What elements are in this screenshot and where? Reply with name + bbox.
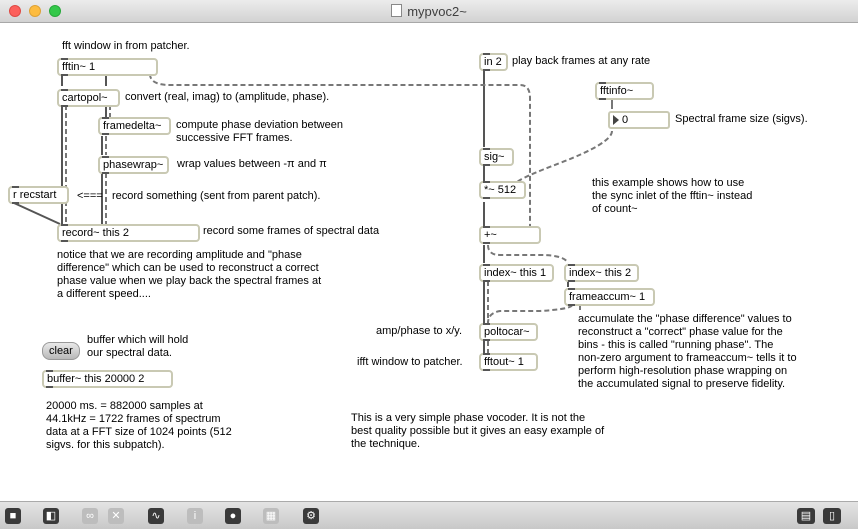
comment-sync-2: the sync inlet of the fftin~ instead	[592, 190, 753, 202]
object-mult[interactable]: *~ 512	[479, 181, 526, 199]
comment-amp: amp/phase to x/y.	[376, 325, 463, 337]
comment-accum-4: non-zero argument to frameaccum~ tells i…	[578, 352, 797, 364]
lock-icon[interactable]: ■	[5, 508, 21, 524]
audio-dsp-icon[interactable]: ⚙	[303, 508, 319, 524]
comment-accum-6: the accumulated signal to preserve fidel…	[578, 378, 786, 390]
minimize-window-button[interactable]	[29, 5, 41, 17]
comment-ms-4: sigvs. for this subpatch).	[46, 439, 165, 451]
comment-ms-3: data at a FFT size of 1024 points (512	[46, 426, 232, 438]
comment-ms-1: 20000 ms. = 882000 samples at	[46, 400, 203, 412]
comment-accum-3: bins - this is called "running phase". T…	[578, 339, 774, 351]
patch-cords	[13, 69, 613, 355]
comment-convert: convert (real, imag) to (amplitude, phas…	[125, 91, 330, 103]
comment-playback: play back frames at any rate	[512, 55, 651, 67]
number-arrow-icon	[613, 115, 619, 125]
comment-ms-2: 44.1kHz = 1722 frames of spectrum	[46, 413, 221, 425]
object-framedelta[interactable]: framedelta~	[98, 117, 171, 135]
object-fftinfo[interactable]: fftinfo~	[595, 82, 654, 100]
close-window-button[interactable]	[9, 5, 21, 17]
comment-buffer-1: buffer which will hold	[87, 334, 189, 346]
object-index-1[interactable]: index~ this 1	[479, 264, 554, 282]
object-fftout[interactable]: fftout~ 1	[479, 353, 538, 371]
comment-record-frames: record some frames of spectral data	[203, 225, 380, 237]
presentation-icon[interactable]: ◧	[43, 508, 59, 524]
comment-wrap: wrap values between -π and π	[177, 158, 327, 170]
title-bar: mypvoc2~	[0, 0, 858, 23]
object-in2[interactable]: in 2	[479, 53, 508, 71]
comment-accum-1: accumulate the "phase difference" values…	[578, 313, 792, 325]
comment-simple-2: best quality possible but it gives an ea…	[351, 425, 605, 437]
comment-buffer-2: our spectral data.	[87, 347, 172, 359]
grid-icon[interactable]: ▦	[263, 508, 279, 524]
object-recstart[interactable]: r recstart	[8, 186, 69, 204]
window-toggle-icon[interactable]: ▯	[823, 508, 841, 524]
object-record[interactable]: record~ this 2	[57, 224, 200, 242]
comment-fft-window: fft window in from patcher.	[62, 40, 190, 52]
object-phasewrap[interactable]: phasewrap~	[98, 156, 169, 174]
comment-ifft: ifft window to patcher.	[357, 356, 463, 368]
comment-notice-3: phase value when we play back the spectr…	[57, 275, 322, 287]
object-frameaccum[interactable]: frameaccum~ 1	[564, 288, 655, 306]
window-title: mypvoc2~	[0, 4, 858, 19]
object-sig[interactable]: sig~	[479, 148, 514, 166]
spectral-size-number[interactable]: 0	[608, 111, 670, 129]
object-index-2[interactable]: index~ this 2	[564, 264, 639, 282]
comment-notice-2: difference" which can be used to reconst…	[57, 262, 319, 274]
comment-accum-2: reconstruct a "correct" phase value for …	[578, 326, 783, 338]
inspector-icon[interactable]: ∿	[148, 508, 164, 524]
zoom-window-button[interactable]	[49, 5, 61, 17]
comment-arrow: <===	[77, 190, 103, 202]
sidebar-toggle-icon[interactable]: ▤	[797, 508, 815, 524]
info-icon[interactable]: i	[187, 508, 203, 524]
object-fftin[interactable]: fftin~ 1	[57, 58, 158, 76]
comment-notice-1: notice that we are recording amplitude a…	[57, 249, 302, 261]
object-poltocar[interactable]: poltocar~	[479, 323, 538, 341]
comment-simple-3: the technique.	[351, 438, 421, 450]
comment-record-something: record something (sent from parent patch…	[112, 190, 321, 202]
object-plus[interactable]: +~	[479, 226, 541, 244]
comment-notice-4: a different speed....	[57, 288, 151, 300]
object-buffer[interactable]: buffer~ this 20000 2	[42, 370, 173, 388]
patcher-canvas[interactable]: fft window in from patcher. fftin~ 1 car…	[0, 23, 858, 501]
comment-sync-3: of count~	[592, 203, 638, 215]
comment-spectral-size: Spectral frame size (sigvs).	[675, 113, 808, 125]
document-icon	[391, 4, 403, 17]
comment-sync-1: this example shows how to use	[592, 177, 745, 189]
bottom-toolbar: ■ ◧ ∞ ✕ ∿ i ● ▦ ⚙ ▤ ▯	[0, 501, 858, 529]
comment-simple-1: This is a very simple phase vocoder. It …	[351, 412, 586, 424]
comment-compute-2: successive FFT frames.	[176, 132, 293, 144]
link-icon[interactable]: ∞	[82, 508, 98, 524]
comment-compute-1: compute phase deviation between	[176, 119, 343, 131]
object-cartopol[interactable]: cartopol~	[57, 89, 120, 107]
delete-icon[interactable]: ✕	[108, 508, 124, 524]
clear-message[interactable]: clear	[42, 342, 80, 360]
patch-cord-icon[interactable]: ●	[225, 508, 241, 524]
comment-accum-5: perform high-resolution phase wrapping o…	[578, 365, 788, 377]
